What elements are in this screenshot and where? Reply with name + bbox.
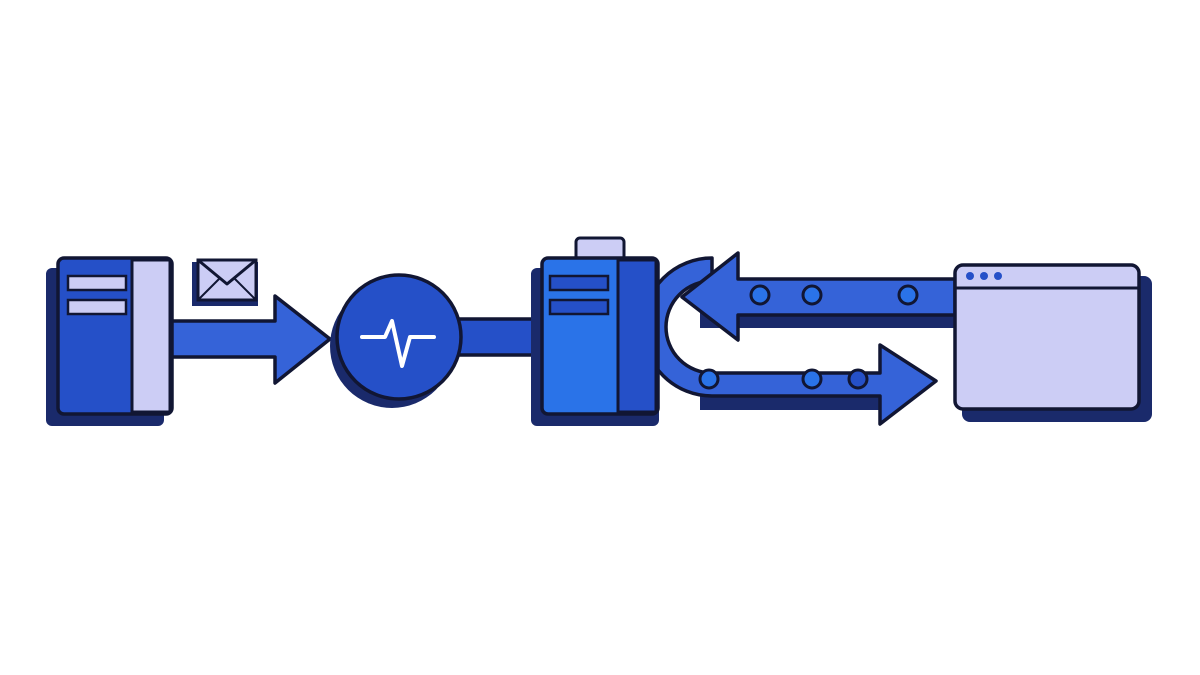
- flow-dot: [847, 368, 869, 390]
- window-dot: [980, 272, 988, 280]
- window-dot: [994, 272, 1002, 280]
- flow-dot: [698, 368, 720, 390]
- source-server-icon: [46, 256, 174, 426]
- bidirectional-flow: [641, 251, 960, 426]
- processing-server-icon: [531, 236, 660, 426]
- flow-dot: [801, 284, 823, 306]
- pulse-monitor-icon: [330, 273, 463, 408]
- window-dot: [966, 272, 974, 280]
- flow-dot: [801, 368, 823, 390]
- browser-window-icon: [953, 263, 1152, 422]
- envelope-icon: [192, 258, 258, 306]
- flow-dot: [897, 284, 919, 306]
- arrow-server-to-monitor: [168, 294, 332, 385]
- flow-dot: [749, 284, 771, 306]
- pulse-icon: [360, 319, 436, 368]
